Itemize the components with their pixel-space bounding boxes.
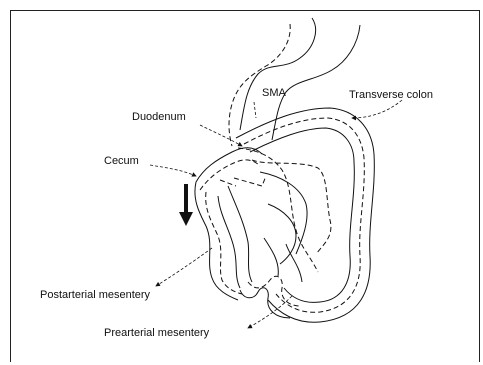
cecum-label: Cecum <box>104 155 139 167</box>
transverse-colon-pointer <box>352 100 402 118</box>
duodenum-label: Duodenum <box>132 111 186 123</box>
duodenum-pointer <box>200 125 242 146</box>
cecum-pointer <box>150 165 196 176</box>
down-arrow-icon <box>179 184 193 226</box>
cecum-loops <box>195 148 262 300</box>
sma-vessel <box>229 18 360 146</box>
postarterial-mesentery-label: Postarterial mesentery <box>40 289 151 301</box>
prearterial-pointer <box>248 296 292 328</box>
transverse-colon <box>236 108 374 322</box>
postarterial-pointer <box>156 248 212 286</box>
sma-pointer <box>254 102 256 118</box>
sma-label: SMA <box>262 87 287 99</box>
prearterial-mesentery-label: Prearterial mesentery <box>104 327 210 339</box>
transverse-colon-label: Transverse colon <box>349 89 433 101</box>
